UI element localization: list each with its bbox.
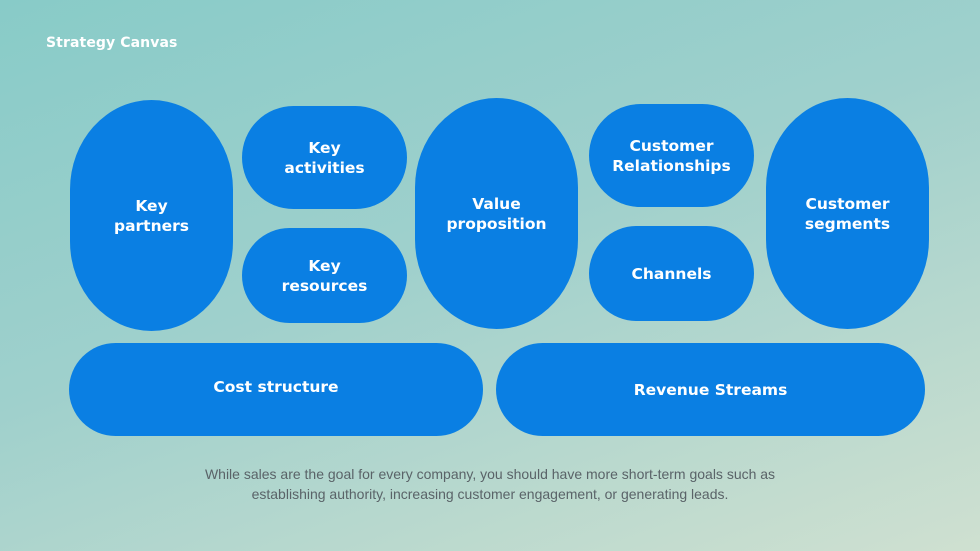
customer-segments-label: Customer segments: [804, 194, 891, 233]
customer-segments-block: Customer segments: [766, 98, 929, 329]
key-activities-label: Key activities: [284, 138, 365, 177]
key-resources-block: Key resources: [242, 228, 407, 323]
cost-structure-block: Cost structure: [69, 343, 483, 436]
channels-block: Channels: [589, 226, 754, 321]
revenue-streams-block: Revenue Streams: [496, 343, 925, 436]
slide-title: Strategy Canvas: [46, 35, 178, 51]
cost-structure-label: Cost structure: [213, 377, 339, 396]
value-proposition-label: Value proposition: [446, 194, 547, 233]
caption-text: While sales are the goal for every compa…: [0, 464, 980, 504]
key-activities-block: Key activities: [242, 106, 407, 209]
channels-label: Channels: [631, 264, 712, 283]
caption-line-1: While sales are the goal for every compa…: [204, 466, 776, 482]
customer-relationships-block: Customer Relationships: [589, 104, 754, 207]
value-proposition-block: Value proposition: [415, 98, 578, 329]
key-partners-label: Key partners: [113, 196, 190, 235]
caption-line-2: establishing authority, increasing custo…: [251, 486, 729, 502]
customer-relationships-label: Customer Relationships: [612, 136, 731, 175]
key-resources-label: Key resources: [281, 256, 368, 295]
key-partners-block: Key partners: [70, 100, 233, 331]
revenue-streams-label: Revenue Streams: [633, 380, 788, 399]
